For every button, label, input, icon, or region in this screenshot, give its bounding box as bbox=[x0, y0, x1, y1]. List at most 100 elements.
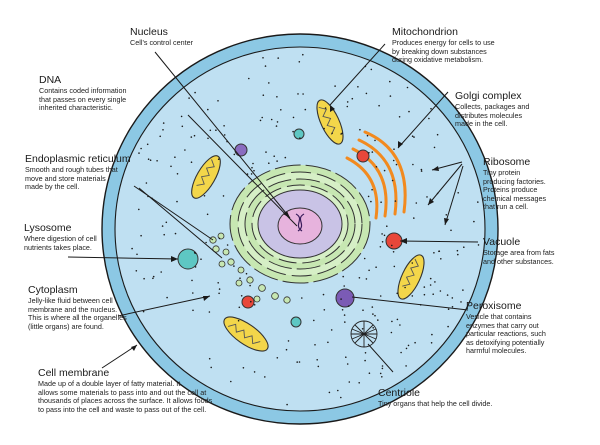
lysosome-description: Where digestion of cell nutrients takes … bbox=[24, 235, 97, 252]
ribosome-dot bbox=[331, 329, 333, 331]
ribosome-dot bbox=[438, 251, 440, 253]
ribosome-dot bbox=[152, 278, 154, 280]
ribosome-dot bbox=[447, 294, 449, 296]
ribosome-dot bbox=[347, 106, 349, 108]
ribosome-dot bbox=[463, 246, 465, 248]
ribosome-dot bbox=[349, 381, 351, 383]
ribosome-dot bbox=[421, 170, 423, 172]
label-centriole: Centriole Tiny organs that help the cell… bbox=[378, 387, 492, 409]
mitochondrion-description: Produces energy for cells to use by brea… bbox=[392, 39, 495, 65]
ribosome-dot bbox=[407, 87, 409, 89]
vesicle bbox=[235, 144, 247, 156]
ribosome-dot bbox=[138, 152, 140, 154]
ribosome-dot bbox=[301, 297, 303, 299]
ribosome-dot bbox=[205, 242, 207, 244]
ribosome-dot bbox=[457, 254, 459, 256]
ribosome-dot bbox=[293, 117, 295, 119]
vacuole-description: Storage area from fats and other substan… bbox=[483, 249, 555, 266]
ribosome-dot bbox=[162, 225, 164, 227]
label-endoplasmic-reticulum: Endoplasmic reticulum Smooth and rough t… bbox=[25, 153, 131, 192]
ribosome-dot bbox=[430, 284, 432, 286]
ribosome-dot bbox=[357, 86, 359, 88]
ribosome-dot bbox=[156, 160, 158, 162]
ribosome-dot bbox=[238, 320, 240, 322]
ribosome-dot bbox=[146, 182, 148, 184]
ribosome-dot bbox=[382, 241, 384, 243]
ribosome-dot bbox=[194, 135, 196, 137]
mitochondrion-title: Mitochondrion bbox=[392, 26, 495, 38]
ribosome-dot bbox=[192, 292, 194, 294]
ribosome-dot bbox=[384, 235, 386, 237]
ribosome-dot bbox=[251, 167, 253, 169]
ribosome-dot bbox=[374, 315, 376, 317]
ribosome-dot bbox=[191, 280, 193, 282]
ribosome-dot bbox=[299, 361, 301, 363]
ribosome-dot bbox=[250, 301, 252, 303]
label-lysosome: Lysosome Where digestion of cell nutrien… bbox=[24, 222, 97, 252]
ribosome-dot bbox=[218, 293, 220, 295]
ribosome-dot bbox=[182, 126, 184, 128]
ribosome-dot bbox=[416, 202, 418, 204]
peroxisome-description: Vesicle that contains enzymes that carry… bbox=[466, 313, 546, 356]
ribosome-dot bbox=[344, 321, 346, 323]
ribosome-dot bbox=[446, 214, 448, 216]
ribosome-dot bbox=[381, 376, 383, 378]
ribosome-dot bbox=[263, 94, 265, 96]
ribosome-dot bbox=[424, 286, 426, 288]
ribosome-dot bbox=[329, 392, 331, 394]
ribosome-dot bbox=[136, 254, 138, 256]
ribosome-dot bbox=[393, 160, 395, 162]
ribosome-dot bbox=[223, 195, 225, 197]
ribosome-dot bbox=[366, 93, 368, 95]
ribosome-dot bbox=[395, 200, 397, 202]
ribosome-dot bbox=[166, 297, 168, 299]
ribosome-dot bbox=[389, 81, 391, 83]
ribosome-dot bbox=[414, 342, 416, 344]
ribosome-dot bbox=[217, 100, 219, 102]
ribosome-dot bbox=[399, 116, 401, 118]
ribosome-dot bbox=[286, 404, 288, 406]
ribosome-dot bbox=[254, 371, 256, 373]
ribosome-dot bbox=[365, 352, 367, 354]
ribosome-dot bbox=[276, 160, 278, 162]
membrane-title: Cell membrane bbox=[38, 367, 212, 379]
ribosome-dot bbox=[452, 306, 454, 308]
ribosome-dot bbox=[405, 365, 407, 367]
ribosome-dot bbox=[457, 250, 459, 252]
ribosome-dot bbox=[174, 156, 176, 158]
er-description: Smooth and rough tubes that move and sto… bbox=[25, 166, 131, 192]
peroxisome bbox=[336, 289, 354, 307]
ribosome-dot bbox=[440, 290, 442, 292]
ribosome-dot bbox=[191, 136, 193, 138]
cytoplasm-description: Jelly-like fluid between cell membrane a… bbox=[28, 297, 127, 331]
ribosome-dot bbox=[390, 95, 392, 97]
ribosome-dot bbox=[364, 360, 366, 362]
ribosome-dot bbox=[370, 201, 372, 203]
ribosome-dot bbox=[462, 289, 464, 291]
ribosome-dot bbox=[358, 382, 360, 384]
ribosome-dot bbox=[375, 266, 377, 268]
ribosome-dot bbox=[251, 173, 253, 175]
ribosome-dot bbox=[377, 319, 379, 321]
ribosome-dot bbox=[393, 251, 395, 253]
ribosome-dot bbox=[181, 116, 183, 118]
ribosome-dot bbox=[224, 134, 226, 136]
ribosome-dot bbox=[426, 196, 428, 198]
ribosome-dot bbox=[314, 344, 316, 346]
ribosome-dot bbox=[150, 159, 152, 161]
ribosome-dot bbox=[191, 161, 193, 163]
ribosome-dot bbox=[305, 109, 307, 111]
ribosome-dot bbox=[143, 278, 145, 280]
ribosome-dot bbox=[477, 201, 479, 203]
ribosome-dot bbox=[452, 297, 454, 299]
ribosome-dot bbox=[184, 149, 186, 151]
ribosome-dot bbox=[176, 201, 178, 203]
ribosome-dot bbox=[273, 155, 275, 157]
ribosome-dot bbox=[380, 201, 382, 203]
ribosome-dot bbox=[372, 327, 374, 329]
ribosome-dot bbox=[239, 307, 241, 309]
ribosome-dot bbox=[337, 390, 339, 392]
ribosome-dot bbox=[299, 137, 301, 139]
ribosome-dot bbox=[299, 61, 301, 63]
